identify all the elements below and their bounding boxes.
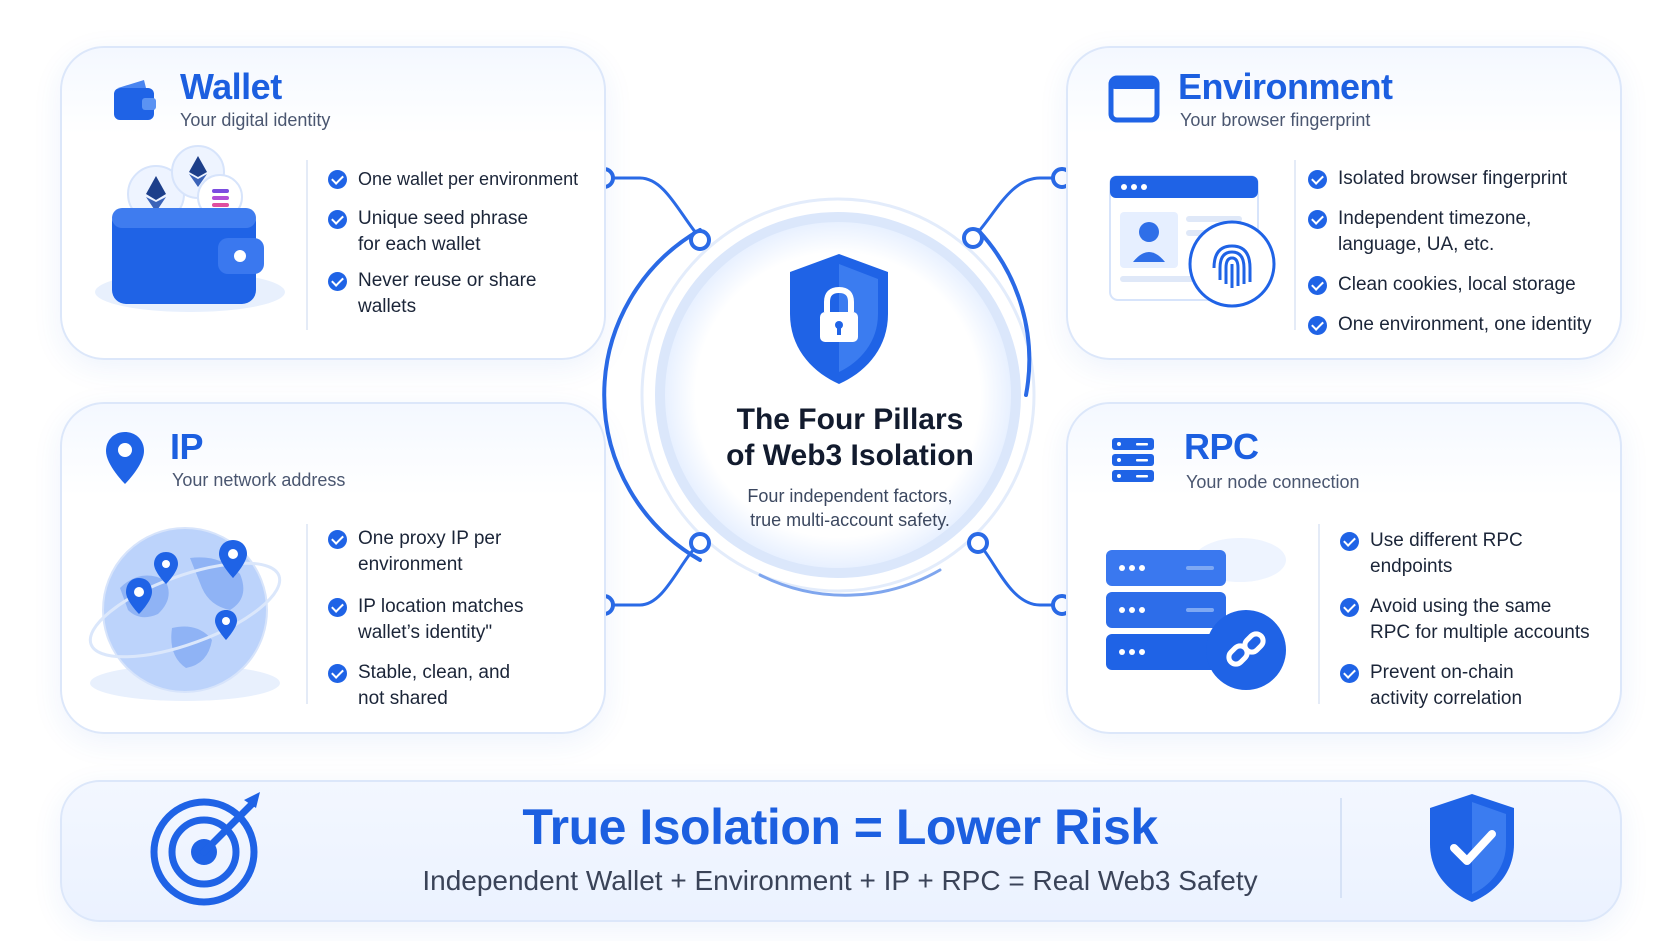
check-icon — [328, 530, 347, 549]
check-icon — [1308, 210, 1327, 229]
check-icon — [1340, 532, 1359, 551]
wallet-title: Wallet — [180, 66, 282, 107]
check-icon — [328, 170, 347, 189]
wallet-bullet: One wallet per environment — [328, 166, 588, 192]
environment-bullet: Independent timezone,language, UA, etc. — [1308, 206, 1608, 258]
center-ring-arc-bottom — [758, 568, 942, 597]
check-icon — [328, 272, 347, 291]
server-icon — [1112, 438, 1154, 482]
check-icon — [1308, 316, 1327, 335]
summary-banner — [60, 780, 1622, 922]
check-icon — [1340, 598, 1359, 617]
environment-divider — [1294, 160, 1296, 330]
environment-subtitle: Your browser fingerprint — [1180, 110, 1371, 130]
browser-window-icon — [1108, 75, 1160, 123]
center-ring — [655, 212, 1021, 578]
environment-title: Environment — [1178, 66, 1393, 107]
check-icon — [328, 664, 347, 683]
connector-ip — [602, 541, 702, 607]
globe-illustration — [88, 527, 282, 701]
wallet-illustration — [95, 145, 285, 312]
wallet-icon — [114, 80, 156, 120]
shield-lock-icon — [790, 254, 888, 384]
check-icon — [1308, 170, 1327, 189]
ip-divider — [306, 524, 308, 704]
wallet-subtitle: Your digital identity — [180, 110, 331, 130]
check-icon — [328, 598, 347, 617]
environment-bullets: Isolated browser fingerprint Independent… — [1308, 166, 1608, 338]
connector-node-ip-inner — [689, 532, 711, 554]
shield-check-icon — [1430, 794, 1514, 902]
banner-title: True Isolation = Lower Risk — [522, 799, 1158, 855]
server-rack-illustration — [1106, 538, 1286, 690]
banner-divider — [1340, 798, 1342, 898]
rpc-title: RPC — [1184, 426, 1259, 467]
connector-rpc — [976, 541, 1062, 607]
check-icon — [1340, 664, 1359, 683]
center-outer-ring — [640, 197, 1036, 593]
location-pin-icon — [106, 432, 144, 484]
connector-node-wallet-inner — [689, 229, 711, 251]
connector-node-rpc-inner — [967, 532, 989, 554]
environment-bullet: Clean cookies, local storage — [1308, 272, 1608, 298]
environment-bullet: One environment, one identity — [1308, 312, 1608, 338]
center-ring-arc-left — [602, 228, 702, 562]
environment-bullet: Isolated browser fingerprint — [1308, 166, 1608, 192]
check-icon — [1308, 276, 1327, 295]
banner-subtitle: Independent Wallet + Environment + IP + … — [422, 865, 1258, 896]
center-ring-arc-right — [976, 228, 1032, 397]
wallet-bullets: One wallet per environment Unique seed p… — [328, 166, 588, 320]
check-icon — [328, 210, 347, 229]
fingerprint-illustration — [1109, 175, 1276, 308]
ip-title: IP — [170, 426, 204, 467]
wallet-divider — [306, 160, 308, 330]
rpc-divider — [1318, 524, 1320, 704]
rpc-subtitle: Your node connection — [1186, 472, 1360, 492]
connector-environment — [971, 176, 1062, 240]
connector-node-environment-inner — [962, 227, 984, 249]
target-icon — [150, 792, 260, 906]
center-subtitle: Four independent factors,true multi-acco… — [747, 486, 953, 530]
ip-subtitle: Your network address — [172, 470, 346, 490]
connector-wallet — [602, 98, 702, 239]
